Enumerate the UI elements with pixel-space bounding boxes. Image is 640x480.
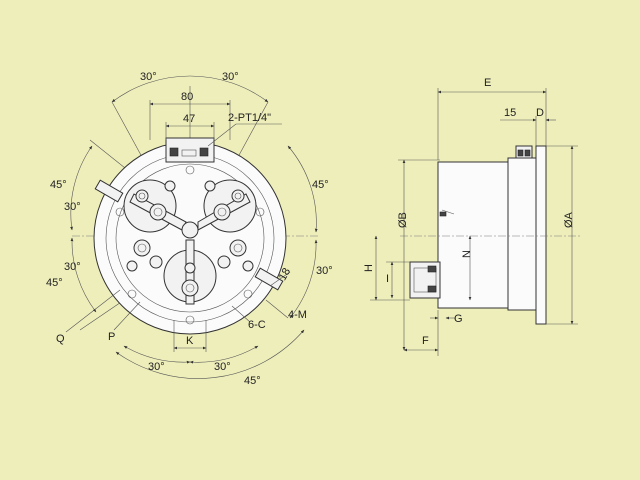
angle-arc-left-upper (70, 145, 93, 231)
label-n: N (461, 250, 473, 258)
angle-arc-right-upper (287, 145, 318, 233)
angle-label-right-upper: 45° (312, 179, 329, 191)
angle-label-right-lower: 30° (316, 265, 333, 277)
label-g: G (454, 313, 463, 325)
angle-label-left-bottom: 45° (46, 277, 63, 289)
angle-label-bottom-far: 45° (244, 375, 261, 387)
angle-arc-top (111, 75, 269, 103)
dim-label-47: 47 (183, 113, 195, 125)
dim-label-80: 80 (181, 91, 193, 103)
side-view: E 15 D ØB ØA N H I G F (363, 77, 580, 356)
label-6c: 6-C (248, 319, 266, 331)
label-i: I (386, 273, 389, 285)
angle-label-left-mid: 30° (64, 201, 81, 213)
angle-arc-left-lower (70, 237, 97, 313)
angle-label-left-lower: 30° (64, 261, 81, 273)
angle-label-left-upper: 45° (50, 179, 67, 191)
label-h: H (363, 264, 375, 272)
angle-label-bottom-left: 30° (148, 361, 165, 373)
bolt-holes (115, 165, 265, 325)
label-b: ØB (397, 212, 409, 228)
label-f: F (422, 335, 429, 347)
label-q: Q (56, 333, 65, 345)
angle-label-top-right: 30° (222, 71, 239, 83)
actuator-housing (507, 157, 539, 311)
mounting-flange (535, 145, 547, 325)
label-p: P (108, 331, 115, 343)
label-a: ØA (563, 211, 575, 228)
angle-label-top-left: 30° (140, 71, 157, 83)
dim-label-18: 18 (277, 266, 294, 283)
port-label: 2-PT1/4" (228, 112, 271, 124)
label-15: 15 (504, 107, 516, 119)
angle-arc-bottom-far (115, 329, 305, 379)
label-k: K (186, 335, 194, 347)
angle-arc-bottom-left (123, 345, 191, 364)
front-view: 30° 30° 80 47 2-PT1/4" 45° 30° 30° 45° 4… (46, 71, 333, 387)
label-e: E (484, 77, 491, 89)
angle-arc-bottom-right (189, 345, 259, 364)
angle-arc-right-lower (289, 239, 318, 319)
label-d: D (536, 107, 544, 119)
angle-label-bottom-right: 30° (214, 361, 231, 373)
label-4m: 4-M (288, 309, 307, 321)
actuator-body (437, 161, 509, 309)
